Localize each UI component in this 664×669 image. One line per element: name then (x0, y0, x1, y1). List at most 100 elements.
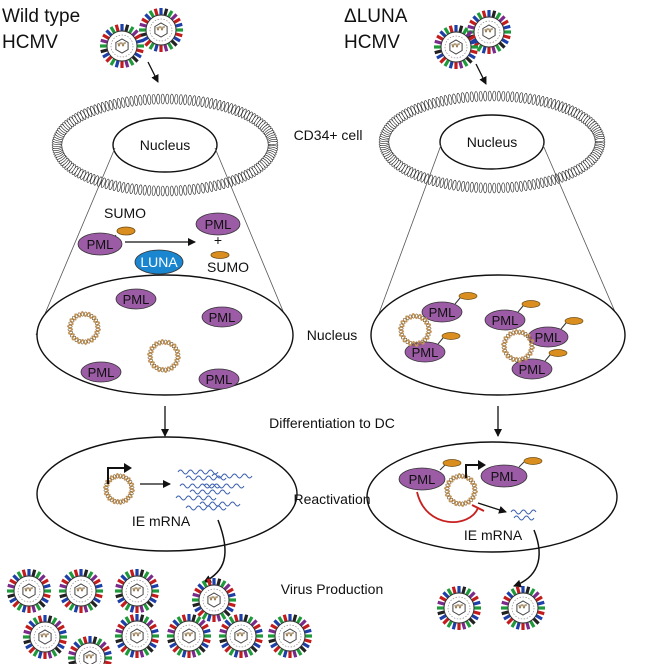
left-title-line2: HCMV (2, 32, 58, 53)
sumo-tag (116, 226, 136, 236)
progeny-virions (7, 569, 545, 669)
svg-text:PML: PML (123, 292, 150, 307)
virion-top-left-2 (100, 24, 144, 68)
cell-type-label: CD34+ cell (294, 127, 363, 143)
virion-progeny-a (7, 569, 51, 613)
promoter-arrow-left (107, 467, 128, 484)
mrna-left-1 (177, 469, 219, 475)
ie-mrna-many (175, 469, 253, 511)
virion-progeny-h (219, 614, 263, 658)
pml-free-1: PML (115, 288, 157, 310)
pml-label-sumoylated: PML (87, 237, 114, 252)
nucleus-top-left (112, 117, 218, 173)
viral-genome-reactivating-left (102, 472, 136, 506)
entry-arrow-left (147, 61, 159, 83)
pml-free-4: PML (198, 368, 240, 390)
reactivation-label: Reactivation (293, 491, 370, 507)
right-title-line1: ΔLUNA (344, 6, 408, 27)
mrna-left-5 (175, 495, 217, 501)
differentiation-label: Differentiation to DC (269, 415, 395, 431)
svg-text:PML: PML (535, 330, 562, 345)
mrna-left-3 (179, 483, 221, 489)
virion-progeny-b (59, 569, 103, 613)
pml-sumoylated-3: PML (527, 317, 584, 348)
virion-progeny-f (115, 614, 159, 658)
zoom-line-right-1 (370, 144, 442, 336)
pml-react-1: PML (398, 459, 462, 491)
mrna-right-2 (513, 515, 535, 521)
ie-mrna-label-right: IE mRNA (464, 527, 523, 543)
sumo-free (210, 251, 230, 259)
promoter-arrow-right (465, 464, 481, 478)
pml-free-2: PML (201, 306, 243, 328)
release-arrow-right (513, 529, 540, 588)
zoom-line-left-2 (214, 147, 294, 336)
right-title-line2: HCMV (344, 32, 400, 53)
pml-sumoylated (77, 232, 123, 256)
svg-text:PML: PML (412, 345, 439, 360)
virion-progeny-g (167, 614, 211, 658)
entry-arrow-right (475, 63, 487, 85)
svg-text:PML: PML (491, 469, 518, 484)
svg-text:PML: PML (206, 372, 233, 387)
cell-membranes (51, 90, 606, 197)
viral-genomes-latent-left (66, 310, 182, 374)
nucleus-label-middle: Nucleus (307, 327, 358, 343)
top-virions (100, 8, 511, 69)
virion-progeny-k (437, 586, 481, 630)
mrna-left-6 (199, 501, 241, 507)
virion-top-left-1 (139, 8, 183, 52)
mrna-left-8 (203, 483, 245, 489)
nucleus-top-right (439, 114, 545, 170)
mrna-left-4 (189, 489, 231, 495)
nucleus-zoom-left (36, 274, 294, 396)
inhibition-bar (471, 504, 485, 512)
viral-genomes-latent-right (397, 312, 536, 364)
promoter-arrowhead-left (124, 463, 132, 473)
viral-genome-repressed-right (443, 472, 479, 508)
pml-sumoylated-4: PML (404, 332, 461, 363)
pml-sumoylated-2: PML (484, 300, 541, 331)
left-title-line1: Wild type (2, 6, 80, 27)
mrna-left-7 (185, 505, 227, 511)
pml-sumoylated-1: PML (421, 292, 478, 323)
sumo-label-free: SUMO (207, 259, 249, 275)
svg-text:PML: PML (519, 362, 546, 377)
svg-text:PML: PML (429, 305, 456, 320)
virion-progeny-e (23, 615, 67, 659)
membrane-right (378, 90, 606, 194)
virion-progeny-d (192, 578, 236, 622)
zoom-line-right-2 (542, 144, 626, 336)
dc-cell-left (36, 436, 298, 552)
svg-text:PML: PML (409, 472, 436, 487)
pml-free (195, 212, 241, 236)
nucleus-label-top-left: Nucleus (140, 137, 191, 153)
transcription-arrow-right (477, 502, 507, 514)
svg-text:PML: PML (88, 365, 115, 380)
inhibition-arc (416, 491, 479, 523)
virion-progeny-c (115, 569, 159, 613)
ie-mrna-label-left: IE mRNA (132, 513, 191, 529)
virion-progeny-j (68, 636, 112, 669)
virus-production-label: Virus Production (281, 581, 383, 597)
promoter-arrowhead-right (478, 460, 486, 470)
ie-mrna-few (510, 509, 537, 521)
virion-progeny-l (501, 586, 545, 630)
pml-free-3: PML (80, 361, 122, 383)
pml-label-free: PML (205, 217, 232, 232)
svg-text:PML: PML (209, 310, 236, 325)
nucleus-label-top-right: Nucleus (467, 134, 518, 150)
plus-sign: + (214, 232, 222, 248)
sumo-label-top: SUMO (104, 205, 146, 221)
luna-label: LUNA (140, 254, 178, 270)
membrane-left (51, 93, 279, 197)
mrna-left-2 (185, 475, 227, 481)
mrna-right-1 (510, 509, 537, 515)
virion-top-right-2 (434, 25, 478, 69)
luna-protein (134, 249, 184, 275)
mrna-left-9 (211, 473, 253, 479)
virion-progeny-i (268, 614, 312, 658)
pml-sumoylated-5: PML (511, 349, 568, 380)
